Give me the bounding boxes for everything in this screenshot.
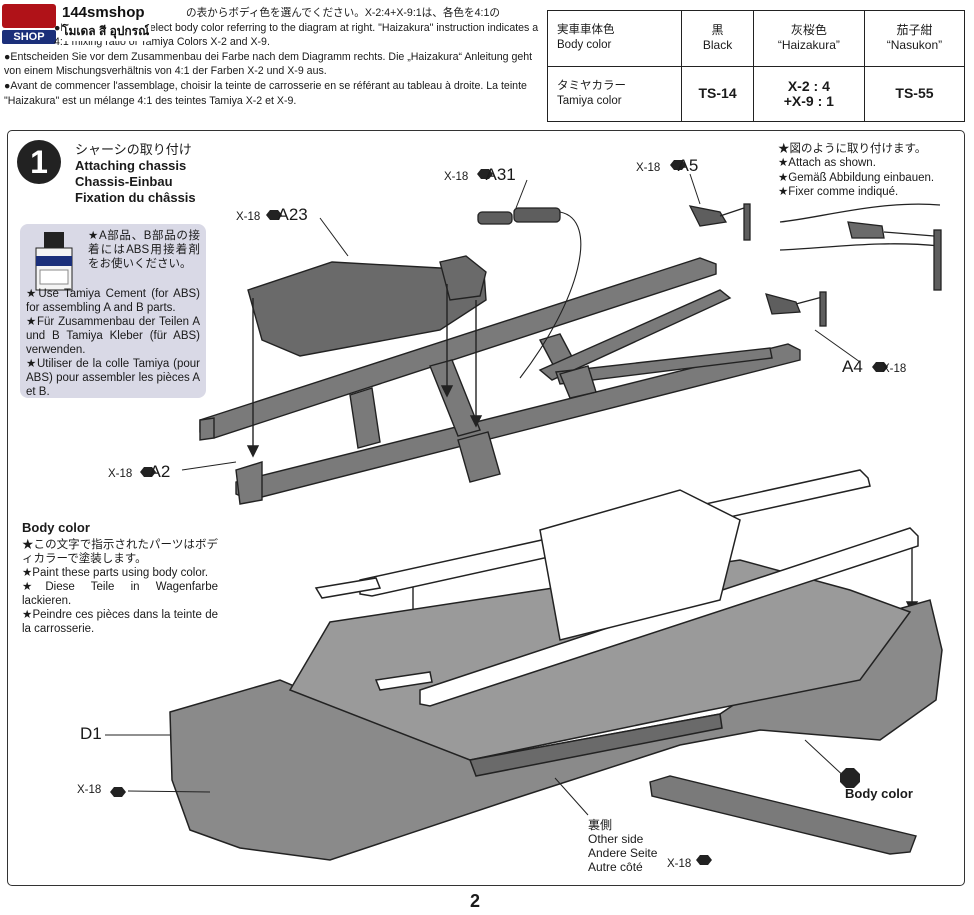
ladder-frame-a2 — [199, 257, 801, 505]
table-cell-body-color-label: 実車車体色 Body color — [546, 10, 683, 67]
screw-label-left: X-18 — [77, 784, 102, 796]
intro-text: の表からボディ色を選んでください。X-2:4+X-9:1は、各色を4:1の ●B… — [4, 6, 539, 108]
body-floor-d1 — [169, 559, 943, 861]
color-name: Black — [702, 38, 733, 53]
screw-label-bottom: X-18 — [667, 858, 692, 870]
fuel-tank-a23 — [247, 255, 487, 357]
table-cell-code-haizakura: X-2 : 4 +X-9 : 1 — [752, 65, 865, 122]
screw-label: X-18 — [444, 171, 469, 183]
table-row: タミヤカラー Tamiya color TS-14 X-2 : 4 +X-9 :… — [546, 65, 966, 122]
body-color-marker — [840, 768, 860, 788]
shop-subtitle: โมเดล สี อุปกรณ์ — [62, 22, 152, 41]
step-title-de: Chassis-Einbau — [75, 174, 173, 189]
part-a4 — [765, 291, 827, 327]
body-color-table: 実車車体色 Body color 黒 Black 灰桜色 “Haizakura”… — [546, 10, 966, 122]
screw-label: X-18 — [108, 468, 133, 480]
cement-note-jp: ★A部品、B部品の接着にはABS用接着剤をお使いください。 — [88, 229, 200, 271]
step-title-en: Attaching chassis — [75, 158, 187, 173]
part-number: A31 — [485, 165, 516, 184]
shop-name: 144smshop — [62, 4, 145, 21]
table-cell-haizakura: 灰桜色 “Haizakura” — [752, 10, 865, 67]
color-jp: 茄子紺 — [896, 23, 933, 38]
part-number: A4 — [842, 357, 863, 376]
attach-note-de: ★Gemäß Abbildung einbauen. — [778, 171, 935, 184]
body-color-jp: ★この文字で指示されたパーツはボディカラーで塗装します。 — [22, 539, 218, 565]
lower-chassis-frame — [314, 469, 919, 707]
cement-note-jp-text: ★A部品、B部品の接着にはABS用接着剤をお使いください。 — [88, 230, 200, 270]
attach-note-jp: ★図のように取り付けます。 — [778, 143, 927, 155]
color-code-2: +X-9 : 1 — [783, 92, 834, 109]
cement-note-en: ★Use Tamiya Cement (for ABS) for assembl… — [26, 288, 200, 314]
guide-line — [519, 211, 582, 379]
intro-de: ●Entscheiden Sie vor dem Zusammenbau dei… — [4, 50, 533, 78]
body-color-fr: ★Peindre ces pièces dans la teinte de la… — [22, 609, 218, 635]
attach-notes: ★図のように取り付けます。 ★Attach as shown. ★Gemäß A… — [778, 142, 934, 200]
table-cell-code-black: TS-14 — [681, 65, 754, 122]
leader-lines — [105, 173, 861, 816]
cement-bottle-icon — [35, 232, 73, 291]
logo-top-badge — [2, 4, 56, 28]
body-color-label: Body color — [845, 786, 913, 801]
logo-bottom-badge: SHOP — [2, 30, 56, 44]
screw-label: X-18 — [882, 363, 907, 375]
other-side-en: Other side — [588, 832, 644, 846]
part-label-d1: D1 — [80, 724, 102, 744]
table-cell-nasukon: 茄子紺 “Nasukon” — [863, 10, 966, 67]
cement-note-de: ★Für Zusammenbau der Teilen A und B Tami… — [26, 316, 200, 356]
other-side-de: Andere Seite — [588, 846, 658, 860]
screw-label: X-18 — [236, 211, 261, 223]
other-side-label: 裏側 Other side Andere Seite Autre côté — [588, 818, 657, 874]
attach-note-en: ★Attach as shown. — [778, 157, 876, 170]
part-a31 — [477, 207, 561, 225]
body-color-en: ★Paint these parts using body color. — [22, 567, 209, 579]
label-jp: 実車車体色 — [557, 24, 615, 37]
label-en: Body color — [557, 39, 612, 52]
other-side-jp: 裏側 — [588, 818, 613, 832]
part-label-a4: A4 X-18 — [842, 357, 906, 377]
part-label-a31: X-18 A31 — [444, 165, 516, 185]
part-number: A2 — [149, 462, 171, 481]
color-name: “Nasukon” — [886, 38, 943, 53]
label-en: Tamiya color — [557, 94, 622, 107]
page-number: 2 — [470, 891, 481, 911]
color-jp: 黒 — [711, 23, 724, 38]
screw-hex-markers — [110, 160, 888, 865]
color-code: X-2 : 4 — [787, 77, 830, 94]
color-jp: 灰桜色 — [790, 23, 827, 38]
body-color-de: ★Diese Teile in Wagenfarbe lackieren. — [22, 581, 218, 607]
step-title-fr: Fixation du châssis — [75, 190, 196, 205]
body-color-notes: Body color ★この文字で指示されたパーツはボディカラーで塗装します。 … — [22, 521, 218, 636]
table-cell-code-nasukon: TS-55 — [863, 65, 966, 122]
color-name: “Haizakura” — [777, 38, 840, 53]
part-number: A23 — [277, 205, 308, 224]
body-color-title: Body color — [22, 520, 90, 535]
attach-note-fr: ★Fixer comme indiqué. — [778, 186, 899, 199]
part-label-a2: X-18 A2 — [108, 462, 170, 482]
part-label-a23: X-18 A23 — [236, 205, 308, 225]
part-number: A5 — [677, 156, 699, 175]
shop-logo: SHOP — [2, 4, 58, 44]
step-title-jp: シャーシの取り付け — [75, 142, 192, 157]
attach-detail — [779, 203, 942, 291]
part-a5 — [688, 203, 751, 241]
intro-fr: ●Avant de commencer l'assemblage, choisi… — [4, 79, 527, 107]
part-number: D1 — [80, 724, 102, 743]
screw-label: X-18 — [636, 162, 661, 174]
table-row: 実車車体色 Body color 黒 Black 灰桜色 “Haizakura”… — [546, 10, 966, 67]
table-cell-tamiya-color-label: タミヤカラー Tamiya color — [546, 65, 683, 122]
side-step — [649, 775, 917, 855]
intro-jp: の表からボディ色を選んでください。X-2:4+X-9:1は、各色を4:1の — [186, 7, 500, 19]
cement-note-translations: ★Use Tamiya Cement (for ABS) for assembl… — [26, 287, 200, 399]
part-label-a5: X-18 A5 — [636, 156, 698, 176]
step-titles: シャーシの取り付け Attaching chassis Chassis-Einb… — [75, 142, 196, 206]
table-cell-black: 黒 Black — [681, 10, 754, 67]
cement-note-fr: ★Utiliser de la colle Tamiya (pour ABS) … — [26, 358, 200, 398]
step-number: 1 — [17, 140, 61, 184]
label-jp: タミヤカラー — [557, 79, 626, 92]
other-side-fr: Autre côté — [588, 860, 643, 874]
step-frame — [7, 130, 965, 886]
